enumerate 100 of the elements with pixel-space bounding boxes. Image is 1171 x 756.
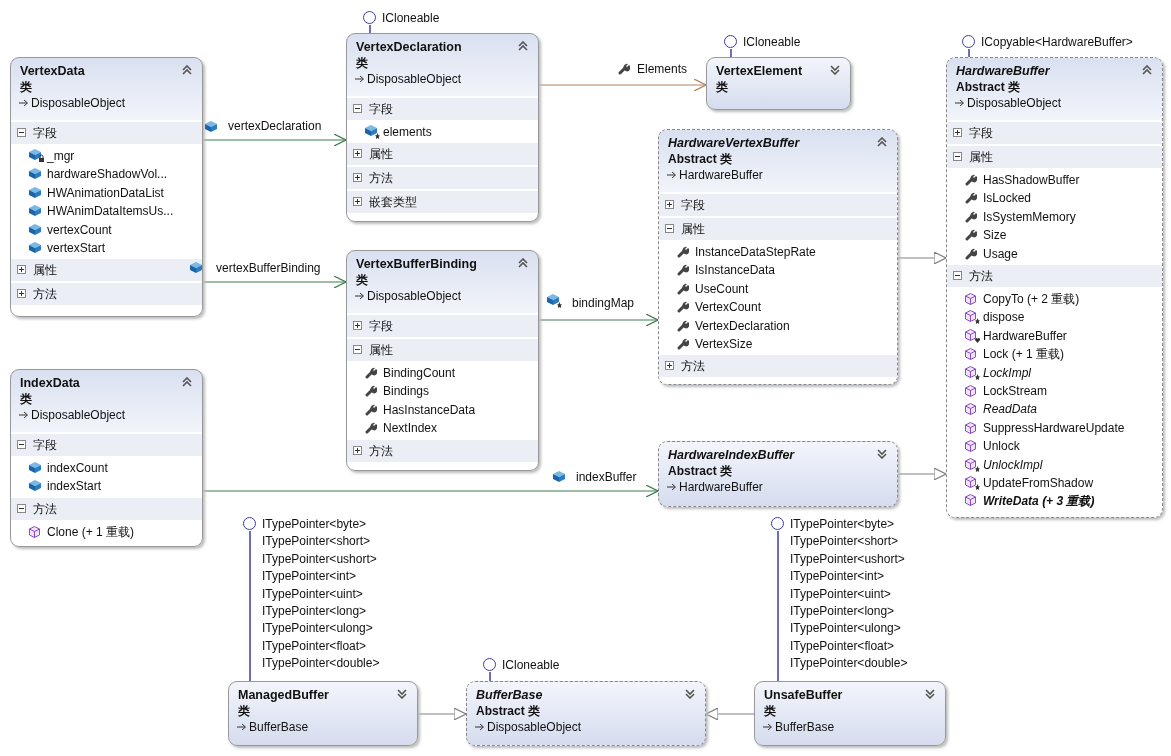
member-name: Clone (+ 1 重载) — [47, 524, 135, 539]
base-class: HardwareBuffer — [679, 168, 763, 182]
section-title: 字段 — [969, 126, 993, 140]
base-class: DisposableObject — [487, 720, 582, 734]
member-name: dispose — [983, 310, 1025, 325]
interface-name: ITypePointer<double> — [790, 656, 908, 671]
association-arrow — [202, 133, 347, 147]
member-name: CopyTo (+ 2 重载) — [983, 292, 1080, 306]
interface-name: ITypePointer<ushort> — [790, 551, 905, 566]
class-name: VertexData — [20, 64, 85, 78]
member-name: Unlock — [983, 439, 1020, 454]
interface-name: ITypePointer<short> — [790, 534, 899, 549]
stereotype-label: 类 — [356, 273, 368, 287]
member-name: UnlockImpl — [983, 457, 1043, 472]
base-class: BufferBase — [249, 720, 309, 734]
stereotype-label: 类 — [20, 80, 32, 94]
member-name: VertexSize — [695, 337, 753, 351]
edge-label: vertexDeclaration — [228, 119, 322, 133]
section-title: 字段 — [369, 102, 393, 116]
member-name: SuppressHardwareUpdate — [983, 420, 1125, 435]
member-name: WriteData (+ 3 重载) — [983, 494, 1095, 509]
interface-name: ITypePointer<uint> — [262, 586, 363, 601]
member-name: IsInstanceData — [695, 263, 776, 278]
interface-circle — [363, 11, 376, 24]
class-box — [228, 681, 418, 746]
section-title: 方法 — [33, 501, 57, 516]
class-name: HardwareIndexBuffer — [668, 448, 795, 462]
interface-line — [249, 530, 251, 682]
class-name: IndexData — [20, 376, 80, 390]
class-box — [10, 57, 203, 317]
class-name: VertexBufferBinding — [356, 257, 477, 271]
member-name: LockStream — [983, 384, 1048, 398]
section-title: 属性 — [369, 343, 393, 357]
base-class: DisposableObject — [31, 96, 126, 110]
member-name: NextIndex — [383, 421, 438, 436]
class-box — [10, 369, 203, 547]
section-title: 属性 — [681, 222, 705, 236]
interface-name: ICloneable — [502, 658, 560, 672]
interface-name: ITypePointer<byte> — [262, 517, 367, 531]
member-name: Size — [983, 228, 1007, 243]
section-title: 方法 — [369, 171, 393, 186]
interface-name: ITypePointer<uint> — [790, 586, 891, 601]
edge-label: bindingMap — [572, 296, 635, 310]
class-name: HardwareBuffer — [956, 64, 1050, 78]
stereotype-label: Abstract 类 — [668, 464, 732, 478]
member-name: HWAnimDataItemsUs... — [47, 204, 174, 219]
member-name: elements — [383, 125, 432, 139]
section-title: 字段 — [681, 198, 705, 212]
section-title: 嵌套类型 — [369, 195, 417, 210]
interface-name: ITypePointer<byte> — [790, 517, 895, 531]
member-name: IsSystemMemory — [983, 209, 1076, 224]
interface-circle — [243, 517, 256, 530]
stereotype-label: Abstract 类 — [956, 80, 1020, 94]
section-title: 属性 — [369, 147, 393, 162]
section-title: 方法 — [33, 287, 57, 302]
member-name: Bindings — [383, 384, 430, 399]
class-box — [346, 250, 539, 471]
section-title: 方法 — [369, 443, 393, 458]
section-title: 方法 — [969, 269, 993, 283]
inheritance-arrow — [897, 467, 947, 481]
interface-name: ITypePointer<int> — [790, 569, 885, 584]
class-name: HardwareVertexBuffer — [668, 136, 800, 150]
stereotype-label: 类 — [716, 80, 728, 94]
class-box — [346, 33, 539, 222]
member-name: HasInstanceData — [383, 402, 476, 417]
class-box — [754, 681, 946, 746]
interface-name: ITypePointer<ushort> — [262, 551, 377, 566]
association-arrow — [538, 313, 659, 327]
stereotype-label: 类 — [356, 56, 368, 70]
interface-circle — [962, 35, 975, 48]
member-name: InstanceDataStepRate — [695, 245, 816, 259]
interface-line — [730, 48, 732, 58]
base-class: DisposableObject — [367, 72, 462, 86]
interface-name: ICloneable — [743, 35, 801, 49]
class-box — [658, 129, 898, 385]
section-title: 字段 — [33, 126, 57, 140]
member-name: UseCount — [695, 281, 749, 296]
member-name: VertexCount — [695, 300, 762, 315]
base-class: DisposableObject — [367, 289, 462, 303]
member-name: UpdateFromShadow — [983, 476, 1094, 490]
inheritance-arrow — [417, 707, 467, 721]
member-name: VertexDeclaration — [695, 318, 790, 333]
interface-line — [968, 48, 970, 58]
class-box — [706, 57, 851, 110]
class-box — [466, 681, 706, 746]
interface-name: ICopyable<HardwareBuffer> — [981, 35, 1133, 49]
interface-line — [777, 530, 779, 682]
member-name: vertexStart — [47, 241, 106, 255]
association-arrow — [202, 484, 659, 498]
member-name: LockImpl — [983, 365, 1032, 380]
interface-name: ITypePointer<long> — [790, 604, 895, 618]
member-name: ReadData — [983, 402, 1038, 417]
interface-name: ITypePointer<ulong> — [790, 621, 901, 636]
member-name: indexStart — [47, 479, 102, 494]
interface-name: ITypePointer<int> — [262, 569, 357, 584]
interface-name: ICloneable — [382, 11, 440, 25]
base-class: DisposableObject — [967, 96, 1062, 110]
member-name: BindingCount — [383, 366, 456, 380]
base-class: DisposableObject — [31, 408, 126, 422]
interface-name: ITypePointer<short> — [262, 534, 371, 549]
